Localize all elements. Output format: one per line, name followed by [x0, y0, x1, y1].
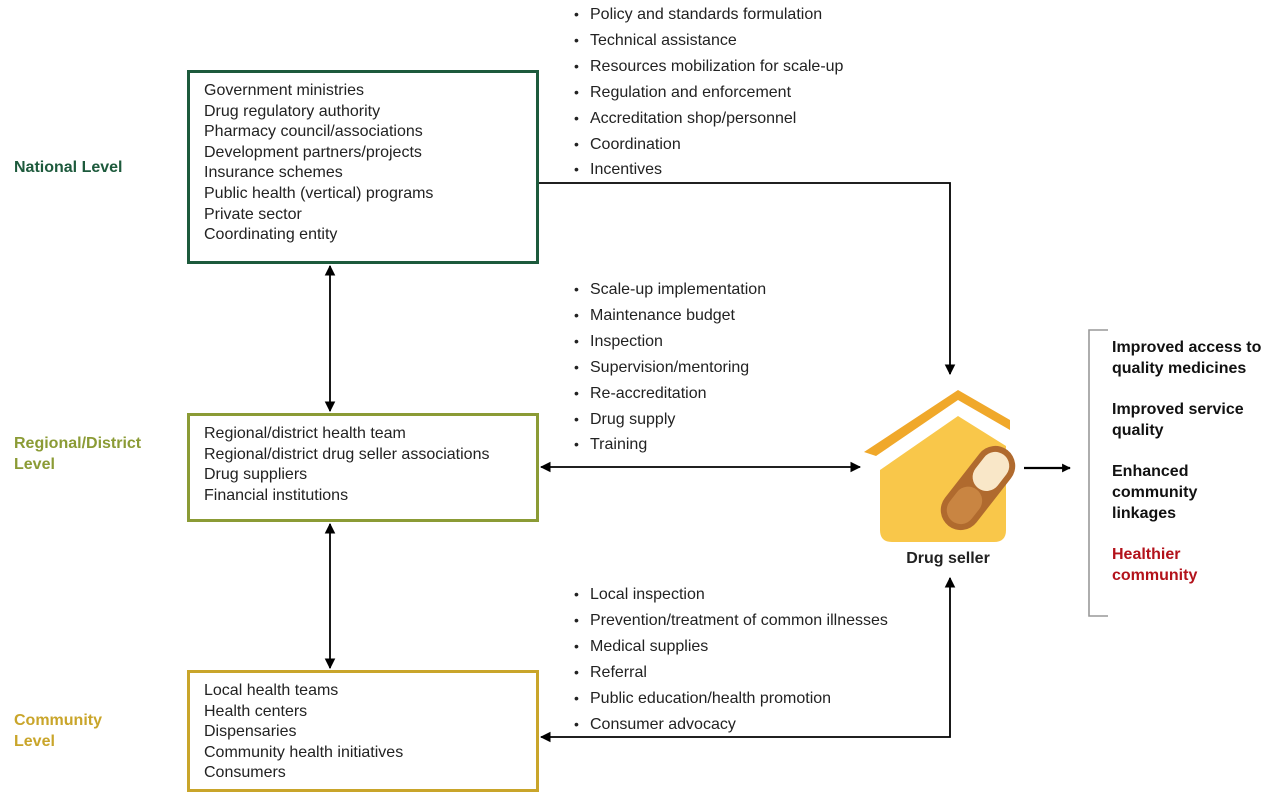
outcome-improved-access: Improved access to quality medicines: [1112, 339, 1262, 377]
role-item: Policy and standards formulation: [574, 2, 843, 28]
stakeholder-item: Development partners/projects: [204, 143, 422, 161]
stakeholder-item: Dispensaries: [204, 723, 297, 741]
role-item: Accreditation shop/personnel: [574, 106, 843, 132]
stakeholder-item: Drug suppliers: [204, 466, 308, 484]
outcome-community-linkages: Enhanced community linkages: [1112, 463, 1198, 522]
role-item: Training: [574, 432, 766, 458]
outcome-healthier-community: Healthier community: [1112, 546, 1198, 584]
regional-roles-list: Scale-up implementation Maintenance budg…: [574, 277, 766, 458]
stakeholder-item: Community health initiatives: [204, 743, 404, 761]
house-pill-icon: [864, 390, 1016, 542]
role-item: Resources mobilization for scale-up: [574, 54, 843, 80]
role-item: Incentives: [574, 157, 843, 183]
role-item: Technical assistance: [574, 28, 843, 54]
role-item: Inspection: [574, 329, 766, 355]
stakeholder-item: Public health (vertical) programs: [204, 184, 434, 202]
community-seller-arrow: [539, 576, 956, 743]
stakeholder-item: Health centers: [204, 702, 308, 720]
role-item: Drug supply: [574, 407, 766, 433]
stakeholder-item: Coordinating entity: [204, 226, 338, 244]
national-roles-list: Policy and standards formulation Technic…: [574, 2, 843, 183]
role-item: Scale-up implementation: [574, 277, 766, 303]
national-to-seller-arrow: [539, 182, 956, 376]
stakeholder-item: Financial institutions: [204, 486, 349, 504]
stakeholder-item: Pharmacy council/associations: [204, 123, 423, 141]
stakeholder-item: Drug regulatory authority: [204, 102, 381, 120]
outcome-service-quality: Improved service quality: [1112, 401, 1244, 439]
role-item: Maintenance budget: [574, 303, 766, 329]
role-item: Re-accreditation: [574, 381, 766, 407]
regional-level-label: Regional/District Level: [14, 435, 142, 473]
national-level-label: National Level: [14, 159, 123, 176]
regional-stakeholders-box: Regional/district health team Regional/d…: [187, 413, 539, 522]
stakeholder-item: Regional/district drug seller associatio…: [204, 445, 490, 463]
stakeholder-item: Local health teams: [204, 682, 339, 699]
role-item: Supervision/mentoring: [574, 355, 766, 381]
drug-seller-label: Drug seller: [906, 550, 990, 567]
stakeholder-item: Private sector: [204, 205, 302, 223]
stakeholder-item: Government ministries: [204, 82, 365, 99]
role-item: Coordination: [574, 132, 843, 158]
outcomes-bracket: [1088, 329, 1108, 617]
stakeholder-item: Regional/district health team: [204, 425, 406, 442]
community-stakeholders-box: Local health teams Health centers Dispen…: [187, 670, 539, 792]
community-level-label: Community Level: [14, 712, 102, 750]
outcomes-list: Improved access to quality medicines Imp…: [1112, 338, 1262, 586]
national-stakeholders-box: Government ministries Drug regulatory au…: [187, 70, 539, 264]
stakeholder-item: Consumers: [204, 764, 286, 782]
stakeholder-item: Insurance schemes: [204, 164, 343, 182]
role-item: Regulation and enforcement: [574, 80, 843, 106]
